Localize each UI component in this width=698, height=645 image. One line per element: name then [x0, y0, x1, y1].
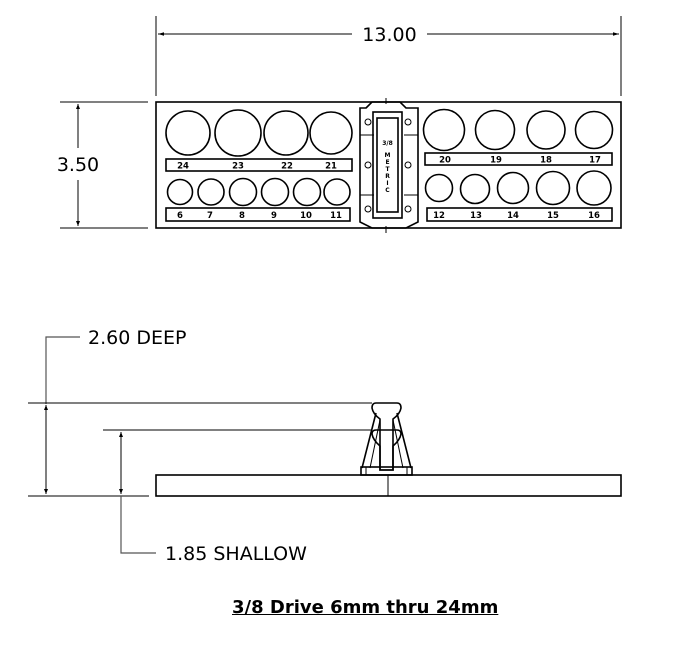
size-label: 14 [507, 211, 519, 221]
size-label: 7 [207, 211, 213, 221]
size-label: 8 [239, 211, 245, 221]
mount-hole [364, 161, 372, 169]
socket-hole-18 [526, 110, 566, 150]
size-label: 9 [271, 211, 277, 221]
socket-hole-20 [422, 108, 466, 152]
socket-hole-15 [535, 170, 571, 206]
socket-hole-12 [424, 173, 454, 203]
mount-hole [364, 118, 372, 126]
socket-hole-23 [214, 109, 262, 157]
size-label: 18 [540, 156, 552, 166]
insert-letter: R [385, 173, 390, 180]
shallow-dimension: 1.85 SHALLOW [103, 429, 372, 565]
insert-letter: T [385, 166, 390, 173]
left-bottom-sockets [166, 177, 351, 207]
insert-letter: E [385, 159, 389, 166]
socket-hole-13 [459, 173, 491, 205]
mount-hole [404, 205, 412, 213]
size-label: 22 [281, 162, 293, 172]
socket-hole-6 [166, 178, 194, 206]
size-label: 19 [490, 156, 502, 166]
label-strip-right-bottom [426, 207, 613, 222]
insert-letter: I [386, 180, 388, 187]
socket-hole-9 [260, 177, 290, 207]
size-label: 24 [177, 162, 189, 172]
socket-hole-10 [292, 177, 322, 207]
size-label: 11 [330, 211, 342, 221]
socket-hole-7 [197, 178, 225, 206]
socket-hole-21 [309, 111, 353, 155]
right-top-sockets [422, 108, 614, 152]
mount-hole [404, 161, 412, 169]
drive-insert: 3/8 M E T R I C [359, 98, 419, 233]
height-dimension-text: 3.50 [57, 154, 99, 176]
socket-hole-24 [165, 110, 211, 156]
deep-dimension-text: 2.60 DEEP [88, 327, 186, 349]
size-label: 17 [589, 156, 601, 166]
left-top-sockets [165, 109, 353, 157]
socket-hole-16 [576, 170, 612, 206]
socket-hole-14 [496, 171, 530, 205]
shallow-dimension-text: 1.85 SHALLOW [165, 543, 307, 565]
side-view: 2.60 DEEP 1.85 SHALLOW [28, 327, 622, 565]
socket-hole-8 [228, 177, 258, 207]
width-dimension-text: 13.00 [362, 24, 416, 46]
socket-hole-17 [574, 110, 614, 150]
size-label: 20 [439, 156, 451, 166]
height-dimension: 3.50 [57, 101, 148, 229]
insert-letter: C [385, 187, 390, 194]
size-label: 13 [470, 211, 482, 221]
top-view: 13.00 3.50 24 23 22 21 [57, 16, 622, 233]
socket-hole-11 [323, 178, 351, 206]
drive-post [360, 402, 413, 476]
size-label: 23 [232, 162, 244, 172]
drawing-title: 3/8 Drive 6mm thru 24mm [232, 597, 499, 618]
socket-hole-19 [474, 109, 516, 151]
label-strip-right-top [424, 152, 613, 166]
deep-dimension: 2.60 DEEP [28, 327, 372, 497]
size-label: 15 [547, 211, 559, 221]
width-dimension: 13.00 [155, 16, 622, 96]
label-strip-left-bottom [165, 207, 351, 222]
size-label: 10 [300, 211, 312, 221]
size-label: 6 [177, 211, 183, 221]
size-label: 12 [433, 211, 445, 221]
socket-hole-22 [263, 110, 309, 156]
insert-letter: M [385, 152, 391, 159]
size-label: 16 [588, 211, 600, 221]
mount-hole [364, 205, 372, 213]
size-label: 21 [325, 162, 337, 172]
right-bottom-sockets [424, 170, 612, 206]
mount-hole [404, 118, 412, 126]
insert-drive-size: 3/8 [382, 140, 393, 147]
label-strip-left-top [165, 158, 353, 172]
